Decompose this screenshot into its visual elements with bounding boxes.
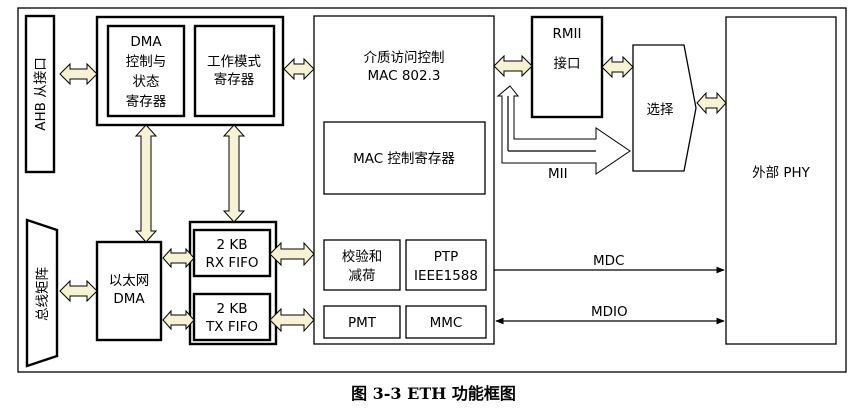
mdc-label: MDC — [593, 253, 624, 269]
arrow-rmii-to-selector — [601, 55, 634, 79]
arrow-work-mode-to-fifo — [222, 124, 246, 223]
checksum-offload: 校验和 减荷 — [323, 239, 401, 291]
eth-block-diagram: AHB 从接口 DMA 控制与 状态 寄存器 工作模式 寄存器 介质访问控制 M… — [17, 7, 847, 373]
mii-path-arrow: MII — [496, 85, 631, 182]
dma-control-status-register: DMA 控制与 状态 寄存器 — [106, 24, 186, 118]
arrow-dma-reg-to-eth-dma — [134, 124, 158, 243]
mdc-line: MDC — [494, 253, 725, 274]
ptp-line-2: IEEE1588 — [414, 268, 478, 284]
select-label: 选择 — [647, 102, 675, 118]
ahb-label: AHB 从接口 — [32, 57, 49, 130]
ptp-line-1: PTP — [434, 249, 459, 265]
arrow-eth-dma-to-tx-fifo — [162, 309, 195, 331]
eth-dma-line-1: 以太网 — [109, 273, 150, 289]
checksum-line-1: 校验和 — [342, 248, 383, 265]
tx-fifo-line-1: 2 KB — [217, 301, 248, 317]
arrow-mac-to-rmii — [493, 54, 533, 78]
arrow-eth-dma-to-rx-fifo — [162, 247, 195, 269]
pmt-label: PMT — [348, 315, 377, 331]
eth-dma-line-2: DMA — [113, 291, 145, 307]
rmii-line-1: RMII — [553, 26, 582, 42]
rmii-line-2: 接口 — [554, 55, 581, 72]
arrow-rx-fifo-to-mac — [269, 241, 315, 267]
dma-ctrl-line-1: DMA — [130, 34, 162, 50]
mac-control-register: MAC 控制寄存器 — [323, 121, 486, 195]
mmc: MMC — [405, 305, 487, 339]
rx-fifo-line-2: RX FIFO — [205, 255, 258, 271]
mii-label: MII — [548, 166, 568, 182]
bus-matrix-label: 总线矩阵 — [35, 267, 51, 321]
selector-mux: 选择 — [632, 44, 697, 172]
dma-ctrl-line-3: 状态 — [133, 74, 160, 90]
mmc-label: MMC — [430, 315, 463, 331]
tx-fifo: 2 KB TX FIFO — [192, 292, 272, 342]
mac-reg-label: MAC 控制寄存器 — [353, 150, 455, 167]
rmii-interface: RMII 接口 — [530, 15, 604, 119]
ethernet-dma: 以太网 DMA — [95, 240, 163, 342]
figure-caption: 图 3-3 ETH 功能框图 — [351, 384, 516, 403]
phy-label: 外部 PHY — [752, 165, 811, 181]
work-mode-line-2: 寄存器 — [214, 71, 255, 88]
ahb-slave-interface: AHB 从接口 — [24, 14, 56, 174]
mac-title-line-2: MAC 802.3 — [367, 68, 440, 84]
work-mode-register: 工作模式 寄存器 — [193, 24, 276, 118]
arrow-ahb-to-registers — [59, 62, 98, 86]
rx-fifo: 2 KB RX FIFO — [192, 228, 272, 278]
arrow-tx-fifo-to-mac — [269, 307, 315, 333]
dma-ctrl-line-2: 控制与 — [126, 54, 167, 70]
mdio-label: MDIO — [591, 304, 628, 320]
pmt: PMT — [323, 305, 401, 339]
bus-matrix: 总线矩阵 — [25, 218, 59, 368]
ptp-ieee1588: PTP IEEE1588 — [405, 239, 487, 291]
work-mode-line-1: 工作模式 — [207, 54, 261, 70]
rx-fifo-line-1: 2 KB — [217, 237, 248, 253]
checksum-line-2: 减荷 — [349, 268, 376, 284]
mdio-line: MDIO — [495, 304, 725, 325]
arrow-selector-to-phy — [696, 91, 727, 115]
tx-fifo-line-2: TX FIFO — [205, 319, 258, 335]
external-phy: 外部 PHY — [725, 16, 837, 345]
dma-ctrl-line-4: 寄存器 — [126, 93, 167, 110]
arrow-bus-matrix-to-eth-dma — [59, 279, 98, 303]
mac-title-line-1: 介质访问控制 — [364, 50, 445, 66]
arrow-registers-to-mac — [283, 57, 315, 81]
